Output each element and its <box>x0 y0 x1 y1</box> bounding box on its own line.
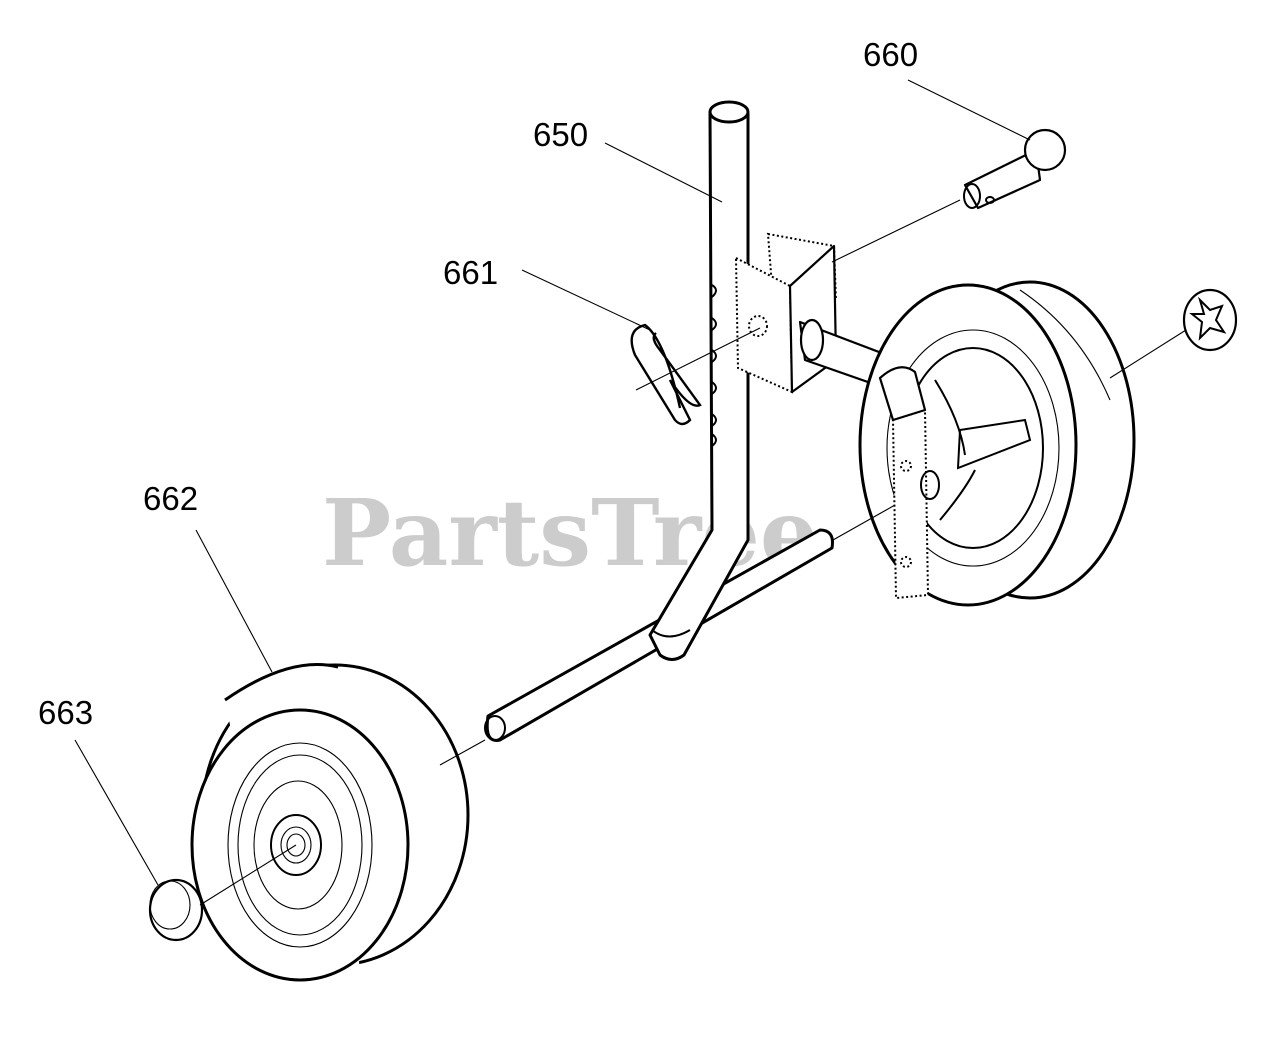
clevis-pin <box>963 128 1067 210</box>
part-label-650: 650 <box>533 116 588 153</box>
part-label-662: 662 <box>143 480 198 517</box>
hair-pin-clip <box>630 323 702 426</box>
leader-lines <box>74 79 1187 906</box>
wheel-arm <box>878 366 940 600</box>
hub-cap-left <box>148 878 204 942</box>
handle-tube <box>648 100 750 661</box>
part-label-660: 660 <box>863 36 918 73</box>
hub-cap-right <box>1182 288 1238 352</box>
left-wheel <box>190 663 470 983</box>
part-label-663: 663 <box>38 694 93 731</box>
part-label-661: 661 <box>443 254 498 291</box>
